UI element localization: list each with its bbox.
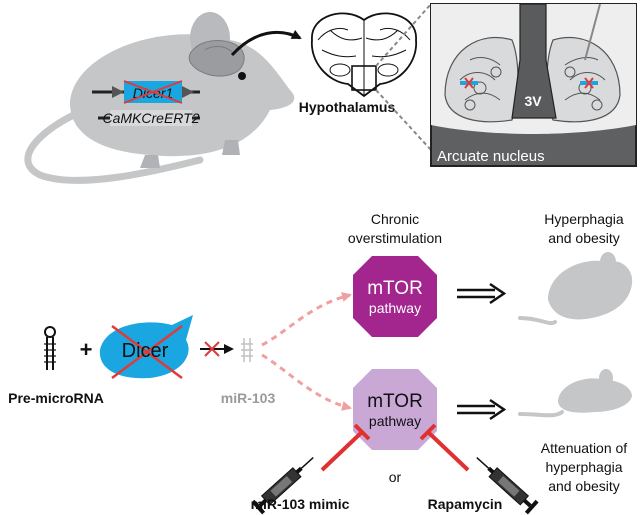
rapamycin-label: Rapamycin: [428, 496, 503, 512]
pink-arrow-to-mtor-bottom: [261, 353, 352, 411]
double-arrow-top: [457, 282, 507, 305]
syringe-mimic-icon: [251, 457, 314, 515]
inhibit-line-rapamycin: [419, 423, 470, 472]
attenuation-line3: and obesity: [548, 478, 620, 494]
chronic-line1: Chronic: [371, 211, 419, 227]
mir103-duplex-icon: [241, 338, 253, 362]
attenuation-line2: hyperphagia: [545, 459, 622, 475]
chronic-line2: overstimulation: [348, 230, 442, 246]
gene-construct: Dicer1 CaMKCreERT2: [92, 80, 200, 126]
pink-arrow-to-mtor-top: [261, 292, 352, 347]
third-ventricle: [511, 3, 557, 119]
hypothalamus-roi-box: [351, 65, 377, 91]
arcuate-nucleus-label: Arcuate nucleus: [437, 148, 545, 165]
plus-symbol: +: [80, 337, 93, 362]
mouse-eye: [238, 72, 246, 80]
mtor-bottom-title: mTOR: [367, 391, 423, 412]
mtor-octagon-active: [353, 256, 437, 337]
arcuate-inset-panel: 3V Arcuate nucleus: [430, 3, 637, 167]
dicer-enzyme-shape: [99, 315, 193, 380]
hyperphagia-line2: and obesity: [548, 230, 620, 246]
syringe-rapamycin-icon: [476, 457, 539, 515]
mtor-top-title: mTOR: [367, 278, 423, 299]
hypothalamus-label: Hypothalamus: [299, 99, 396, 115]
mir103-label: miR-103: [221, 390, 276, 406]
third-ventricle-label: 3V: [524, 93, 542, 109]
dicer-label: Dicer: [122, 340, 169, 362]
cre-label: CaMKCreERT2: [103, 110, 200, 126]
mouse-to-brain-arrow: [230, 29, 302, 57]
attenuation-line1: Attenuation of: [541, 440, 628, 456]
pre-microrna-label: Pre-microRNA: [8, 390, 104, 406]
obese-mouse-icon: [518, 252, 633, 326]
lean-mouse-icon: [518, 369, 632, 418]
mtor-bottom-subtitle: pathway: [369, 413, 421, 429]
double-arrow-bottom: [457, 398, 507, 421]
inhibit-line-mimic: [320, 423, 371, 472]
mtor-octagon-attenuated: [353, 369, 437, 450]
or-label: or: [389, 469, 402, 485]
mimic-label: miR-103 mimic: [251, 496, 350, 512]
mouse-brain-icon: [188, 40, 245, 77]
pre-microrna-hairpin-icon: [44, 326, 56, 370]
brain-coronal-section: [311, 12, 417, 98]
mtor-top-subtitle: pathway: [369, 300, 421, 316]
hyperphagia-line1: Hyperphagia: [544, 211, 624, 227]
